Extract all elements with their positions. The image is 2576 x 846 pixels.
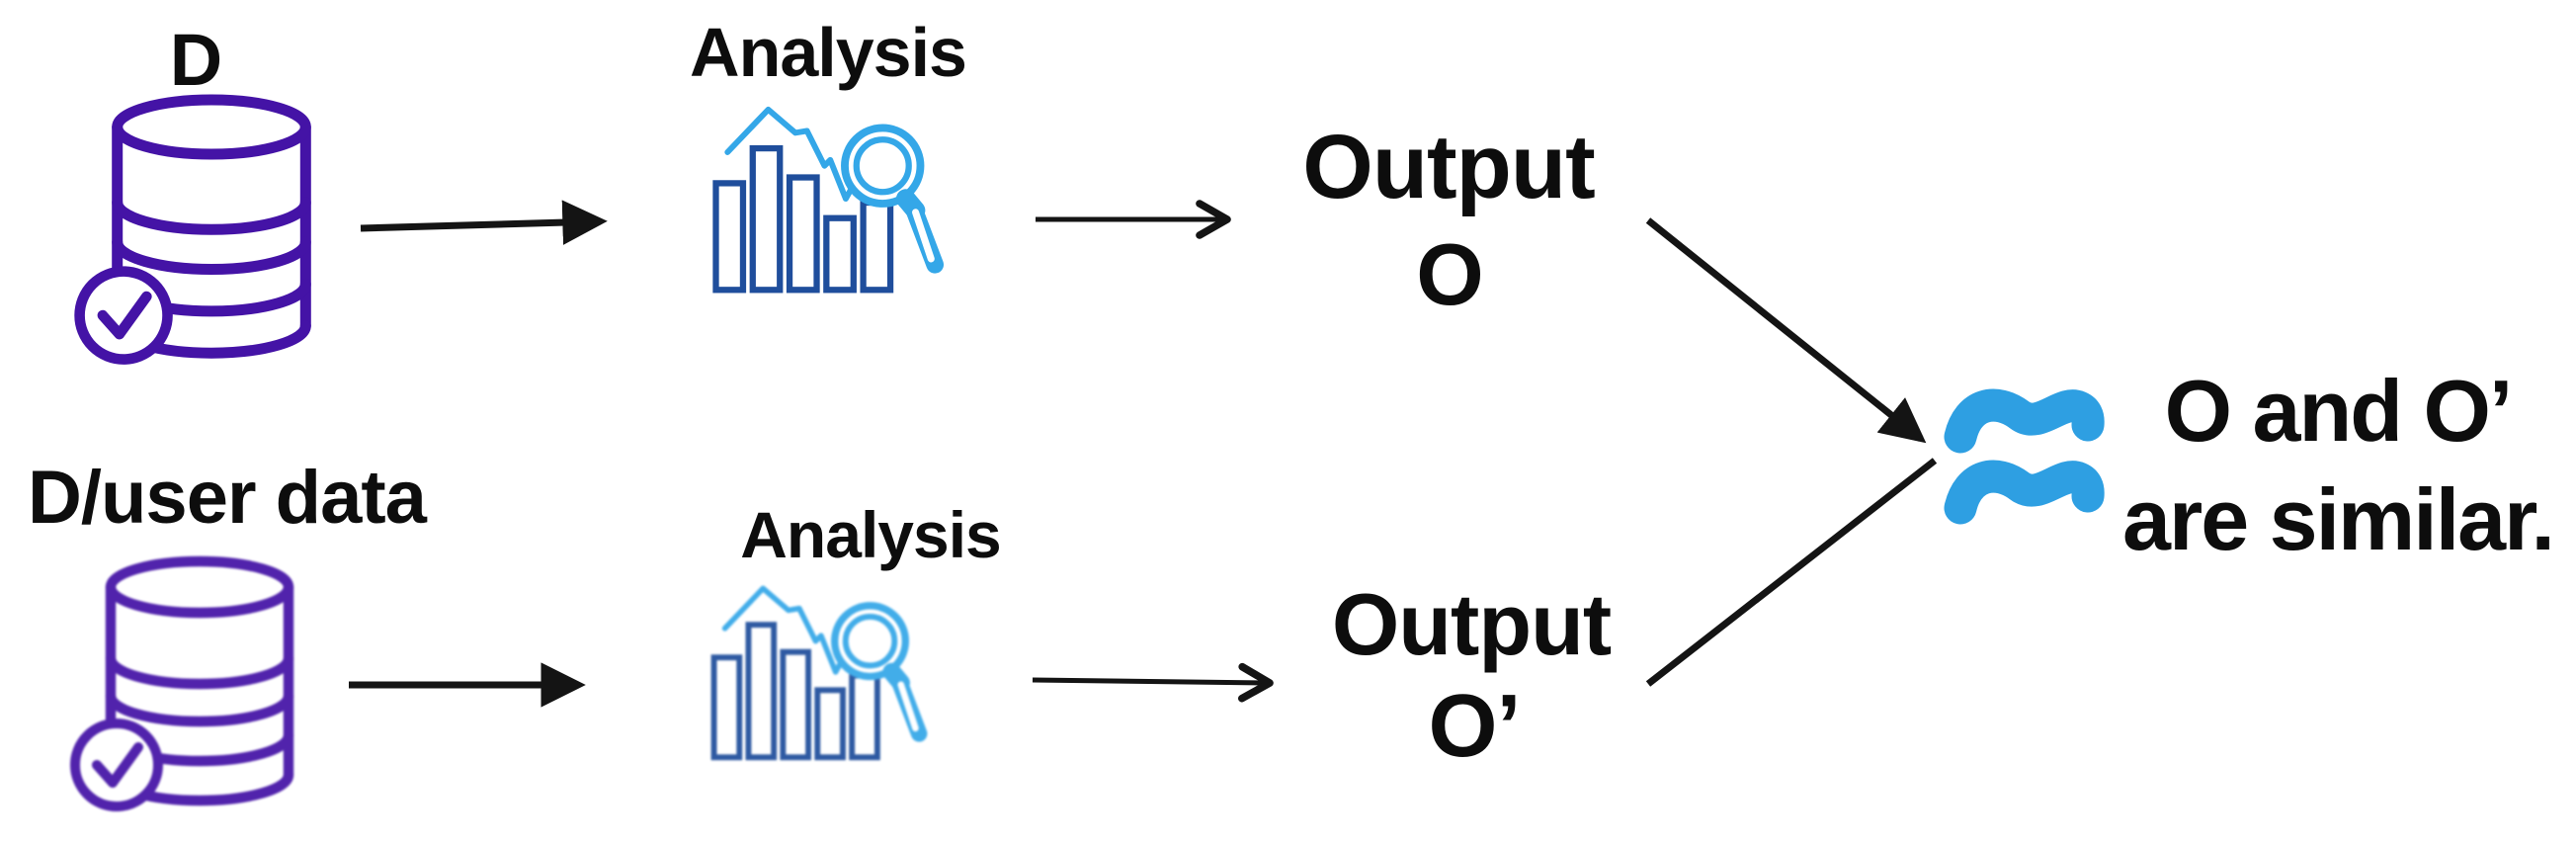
analysis-label-bottom: Analysis [740,498,1001,571]
checkmark-badge [70,719,163,811]
conclusion-line1: O and O’ [2164,362,2514,460]
arrow-output-o-to-approx [1645,217,1927,444]
database-checkmark-icon [70,555,294,811]
bar-chart-magnifier-icon [710,585,928,761]
analysis-label-top: Analysis [690,14,967,91]
arrow-analysis-to-output-oprime [1032,662,1274,703]
output-symbol-oprime: O’ [1428,677,1521,776]
bar-chart [710,622,880,761]
bar-chart [712,144,894,294]
magnifier [831,602,928,742]
conclusion-line2: are similar. [2122,470,2555,568]
trend-line [724,106,859,203]
arrow-d-to-analysis [360,200,608,245]
database-checkmark-icon [74,94,311,365]
output-word-bottom: Output [1331,575,1612,673]
database-d-label: D [169,19,222,101]
arrow-output-oprime-to-approx [1645,458,1938,687]
trend-line [721,585,848,675]
output-word-top: Output [1302,117,1595,217]
database-duser-label: D/user data [28,456,427,540]
output-symbol-o: O [1416,225,1483,323]
magnifier [841,124,945,274]
checkmark-badge [74,266,173,365]
approx-equal-icon [1944,388,2105,525]
bar-chart-magnifier-icon [712,106,945,294]
